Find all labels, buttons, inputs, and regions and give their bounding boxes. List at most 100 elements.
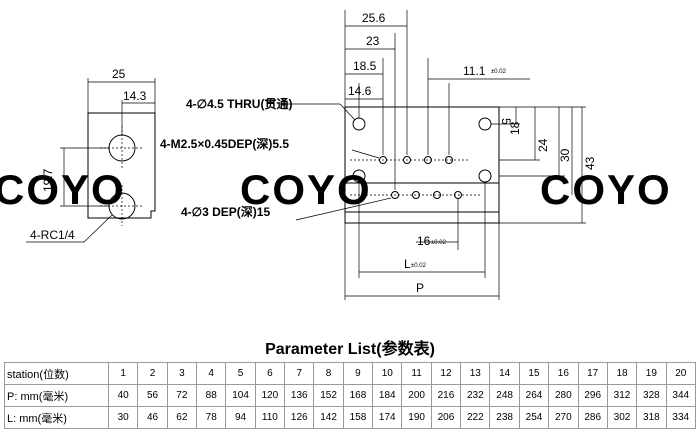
watermark-text: COYO	[240, 166, 372, 213]
row-label: P: mm(毫米)	[4, 384, 109, 407]
row-label: station(位数)	[4, 362, 109, 385]
value-cell: 328	[636, 384, 667, 407]
station-cell: 14	[489, 362, 520, 385]
leader-line	[351, 149, 380, 159]
value-cell: 110	[254, 406, 286, 429]
dim-L: L	[404, 257, 411, 271]
value-cell: 168	[342, 384, 374, 407]
value-cell: 238	[489, 406, 520, 429]
value-cell: 232	[460, 384, 491, 407]
value-cell: 40	[107, 384, 139, 407]
dim-23: 23	[366, 34, 380, 48]
dim-19-7: 19.7	[41, 168, 55, 192]
value-cell: 158	[342, 406, 374, 429]
station-cell: 17	[577, 362, 608, 385]
pin-hole	[433, 191, 441, 199]
value-cell: 94	[225, 406, 256, 429]
value-cell: 56	[137, 384, 168, 407]
front-view: 25.6 23 18.5 14.6 11.1 ±0.02 5 18 24 30 …	[280, 10, 597, 300]
station-cell: 1	[107, 362, 139, 385]
dim-16: 16	[417, 234, 431, 248]
value-cell: 334	[665, 406, 697, 429]
port-label: 4-RC1/4	[30, 228, 75, 242]
value-cell: 286	[577, 406, 608, 429]
station-cell: 12	[430, 362, 462, 385]
value-cell: 46	[137, 406, 168, 429]
value-cell: 264	[518, 384, 550, 407]
value-cell: 270	[548, 406, 579, 429]
station-cell: 9	[342, 362, 374, 385]
callout-tapped-holes: 4-M2.5×0.45DEP(深)5.5	[160, 136, 289, 151]
station-cell: 15	[518, 362, 550, 385]
value-cell: 152	[313, 384, 344, 407]
value-cell: 254	[518, 406, 550, 429]
table-title: Parameter List(参数表)	[265, 341, 435, 358]
thru-hole	[478, 117, 492, 131]
side-view: 25 14.3 19.7 4-RC1/4	[26, 67, 156, 243]
station-cell: 6	[254, 362, 286, 385]
value-cell: 78	[196, 406, 227, 429]
station-cell: 5	[225, 362, 256, 385]
dim-25-6: 25.6	[362, 11, 386, 25]
dim-14-6: 14.6	[348, 84, 372, 98]
thru-hole	[478, 169, 492, 183]
value-cell: 142	[313, 406, 344, 429]
value-cell: 174	[372, 406, 403, 429]
value-cell: 344	[665, 384, 697, 407]
station-cell: 13	[460, 362, 491, 385]
watermark-text: COYO	[0, 166, 126, 213]
value-cell: 136	[284, 384, 315, 407]
value-cell: 296	[577, 384, 608, 407]
station-cell: 2	[137, 362, 168, 385]
dim-14-3: 14.3	[123, 89, 147, 103]
value-cell: 126	[284, 406, 315, 429]
dim-24: 24	[536, 138, 550, 152]
dim-11-1: 11.1	[463, 64, 486, 78]
watermark: COYO COYO COYO	[0, 166, 672, 213]
watermark-text: COYO	[540, 166, 672, 213]
station-cell: 8	[313, 362, 344, 385]
dim-30: 30	[558, 148, 572, 162]
value-cell: 104	[225, 384, 256, 407]
station-cell: 19	[636, 362, 667, 385]
row-label: L: mm(毫米)	[4, 406, 109, 429]
value-cell: 248	[489, 384, 520, 407]
station-cell: 10	[372, 362, 403, 385]
station-cell: 3	[166, 362, 198, 385]
station-cell: 7	[284, 362, 315, 385]
leader-line	[339, 103, 356, 121]
value-cell: 200	[401, 384, 432, 407]
value-cell: 312	[606, 384, 638, 407]
tol-L: ±0.02	[411, 263, 427, 269]
value-cell: 120	[254, 384, 286, 407]
value-cell: 72	[166, 384, 198, 407]
value-cell: 216	[430, 384, 462, 407]
dim-P: P	[416, 281, 424, 295]
leader-line	[83, 214, 113, 243]
callout-thru-holes: 4-∅4.5 THRU(贯通)	[186, 96, 292, 111]
dim-5: 5	[499, 118, 513, 125]
value-cell: 62	[166, 406, 198, 429]
dim-18-5: 18.5	[353, 59, 377, 73]
value-cell: 318	[636, 406, 667, 429]
tol-16: ±0.02	[431, 240, 447, 246]
value-cell: 280	[548, 384, 579, 407]
value-cell: 190	[401, 406, 432, 429]
value-cell: 88	[196, 384, 227, 407]
dim-43: 43	[583, 156, 597, 170]
station-cell: 4	[196, 362, 227, 385]
station-cell: 16	[548, 362, 579, 385]
value-cell: 302	[606, 406, 638, 429]
value-cell: 206	[430, 406, 462, 429]
station-cell: 20	[665, 362, 697, 385]
value-cell: 222	[460, 406, 491, 429]
dim-25: 25	[112, 67, 126, 81]
technical-drawing: COYO COYO COYO 25 14.3 19.7 4-RC1/4	[0, 10, 672, 300]
value-cell: 184	[372, 384, 403, 407]
tapped-hole	[445, 156, 453, 164]
tol-11-1: ±0.02	[491, 69, 507, 75]
